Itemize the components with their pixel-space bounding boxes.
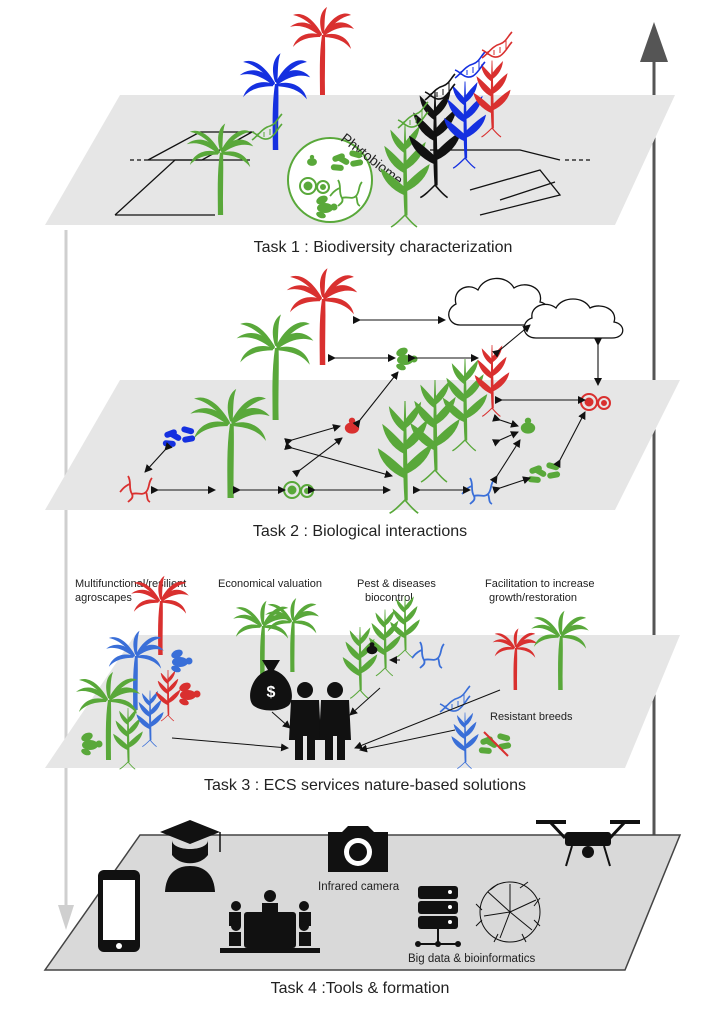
palm-tree-icon	[290, 7, 354, 95]
task1-caption: Task 1 : Biodiversity characterization	[254, 239, 513, 256]
camera-label: Infrared camera	[318, 881, 400, 893]
heading-pest-line1: Pest & diseases	[357, 578, 436, 590]
layer-task1: Phytobiome Task 1 : Biodiversity charact…	[45, 7, 675, 256]
layer-task4-plane	[43, 834, 682, 971]
cycle-arrows	[58, 22, 668, 930]
insect-icon	[394, 345, 418, 372]
heading-multifunctional-line1: Multifunctional/resilient	[75, 578, 186, 590]
interaction-arrows	[144, 316, 602, 495]
smartphone-icon	[98, 870, 140, 952]
crossed-pest-icon	[478, 731, 512, 757]
service-arrows	[171, 656, 501, 753]
layer-task3-plane	[45, 635, 680, 768]
heading-multifunctional-line2: agroscapes	[75, 592, 132, 604]
phylogeny-icon	[475, 881, 541, 943]
layer-task3: Multifunctional/resilient agroscapes Eco…	[45, 575, 680, 794]
task2-caption: Task 2 : Biological interactions	[253, 523, 467, 540]
layer-task4: Infrared camera Big	[43, 820, 682, 997]
meeting-icon	[220, 890, 320, 953]
heading-pest-line2: biocontrol	[365, 592, 413, 604]
camera-icon	[328, 826, 388, 872]
server-icon	[415, 886, 461, 947]
heading-facilitation-line1: Facilitation to increase	[485, 578, 594, 590]
graduate-icon	[160, 820, 221, 892]
heading-facilitation-line2: growth/restoration	[489, 592, 577, 604]
money-bag-icon: $	[250, 660, 292, 711]
bigdata-label: Big data & bioinformatics	[408, 953, 535, 965]
dna-icon	[481, 31, 513, 59]
resistant-breeds-label: Resistant breeds	[490, 711, 573, 723]
cloud-icon	[448, 277, 624, 339]
drone-icon	[536, 820, 640, 867]
layer-task2: Task 2 : Biological interactions	[45, 268, 680, 540]
heading-economical: Economical valuation	[218, 578, 322, 590]
task3-caption: Task 3 : ECS services nature-based solut…	[204, 777, 526, 794]
dna-icon	[454, 51, 486, 79]
task4-caption: Task 4 :Tools & formation	[271, 980, 450, 997]
money-symbol: $	[267, 684, 276, 701]
